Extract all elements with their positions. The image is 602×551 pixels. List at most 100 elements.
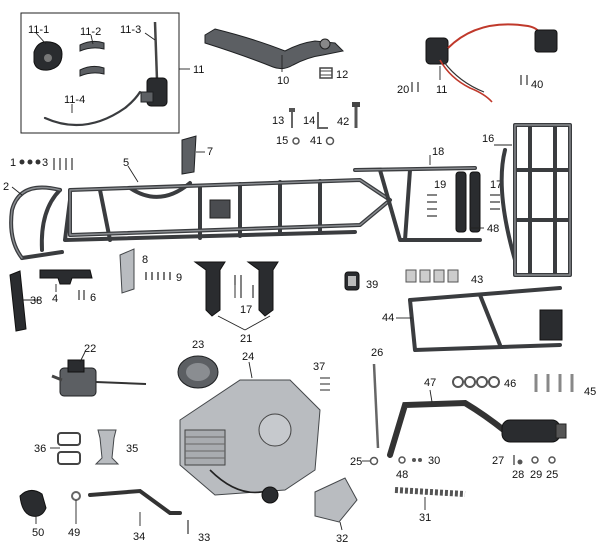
label-17a: 17 [490,179,502,191]
label-40: 40 [531,79,543,91]
label-10: 10 [277,75,289,87]
air-filter [177,355,219,389]
screws-9 [145,272,171,280]
intake-manifold-35 [94,429,120,465]
screws-20 [411,82,419,92]
long-bolt-26 [372,363,380,449]
brake-pedal [204,28,345,70]
label-2: 2 [3,181,9,193]
label-44: 44 [382,312,394,324]
rear-subframe [353,166,482,242]
label-22: 22 [84,343,96,355]
label-5: 5 [123,157,129,169]
bracket-7 [181,135,197,175]
pin-14 [317,112,328,129]
washer-49 [71,491,81,501]
label-16: 16 [482,133,494,145]
guard-8 [119,248,135,294]
bushing-39 [344,271,360,291]
label-43: 43 [471,274,483,286]
bolts-17b [234,275,254,298]
label-7: 7 [207,146,213,158]
engine [179,379,321,504]
kick-start-lever-34 [88,488,182,515]
bolts-45 [534,374,574,392]
shock-mount-19 [455,171,481,233]
label-31: 31 [419,512,431,524]
rear-rack [499,123,572,277]
nut-25a [369,456,379,466]
washers-30 [412,458,422,462]
label-8: 8 [142,254,148,266]
label-4: 4 [52,293,58,305]
exhaust [387,399,567,458]
label-6: 6 [90,292,96,304]
label-17b: 17 [240,304,252,316]
nuts-1 [19,159,41,165]
label-46: 46 [504,378,516,390]
label-48b: 48 [396,469,408,481]
main-frame [63,178,392,242]
swingarm [408,286,563,352]
gaskets-36 [57,432,81,465]
nut-41 [325,136,335,146]
label-32: 32 [336,533,348,545]
bracket-4 [39,269,93,285]
label-11-1: 11-1 [28,24,49,36]
label-33: 33 [198,532,210,544]
sprocket-cover-32 [314,477,358,523]
label-39: 39 [366,279,378,291]
label-47: 47 [424,377,436,389]
label-11-box: 11 [193,64,204,76]
label-38: 38 [30,295,42,307]
engine-mounts [193,261,279,317]
washer-28 [517,459,523,465]
label-48a: 48 [487,223,499,235]
screws-6 [78,290,85,300]
label-37: 37 [313,361,325,373]
label-41: 41 [310,135,322,147]
front-bumper [9,185,64,260]
bolts-19 [427,194,437,217]
brake-pads [79,40,105,77]
brake-assembly-box [20,12,180,134]
label-11-2: 11-2 [80,26,101,38]
label-20: 20 [397,84,409,96]
label-34: 34 [133,531,145,543]
washer-15 [292,137,300,145]
label-12: 12 [336,69,348,81]
washer-48b [398,456,406,464]
label-49: 49 [68,527,80,539]
gear-shift-knob-50 [19,490,47,517]
label-35: 35 [126,443,138,455]
bolt-13 [289,108,295,128]
label-13: 13 [272,115,284,127]
brake-hose [43,90,142,127]
label-28: 28 [512,469,524,481]
label-11-3: 11-3 [120,24,141,36]
label-1: 1 [10,157,16,169]
label-11-4: 11-4 [64,94,85,106]
label-14: 14 [303,115,315,127]
label-23: 23 [192,339,204,351]
bolts-37 [320,377,330,391]
nuts-46 [452,376,500,388]
spacers-43 [405,269,459,283]
washer-29 [531,456,539,464]
label-11: 11 [436,84,447,96]
label-25b: 25 [546,469,558,481]
label-9: 9 [176,272,182,284]
brake-caliper [33,41,63,71]
bolts-17a [490,194,500,210]
ignition-switch [425,23,558,103]
label-30: 30 [428,455,440,467]
label-27: 27 [492,455,504,467]
spring [319,67,333,79]
label-18: 18 [432,146,444,158]
label-19: 19 [434,179,446,191]
label-26: 26 [371,347,383,359]
mount-bracket-38 [9,270,27,332]
label-42: 42 [337,116,349,128]
nut-25b [548,456,556,464]
